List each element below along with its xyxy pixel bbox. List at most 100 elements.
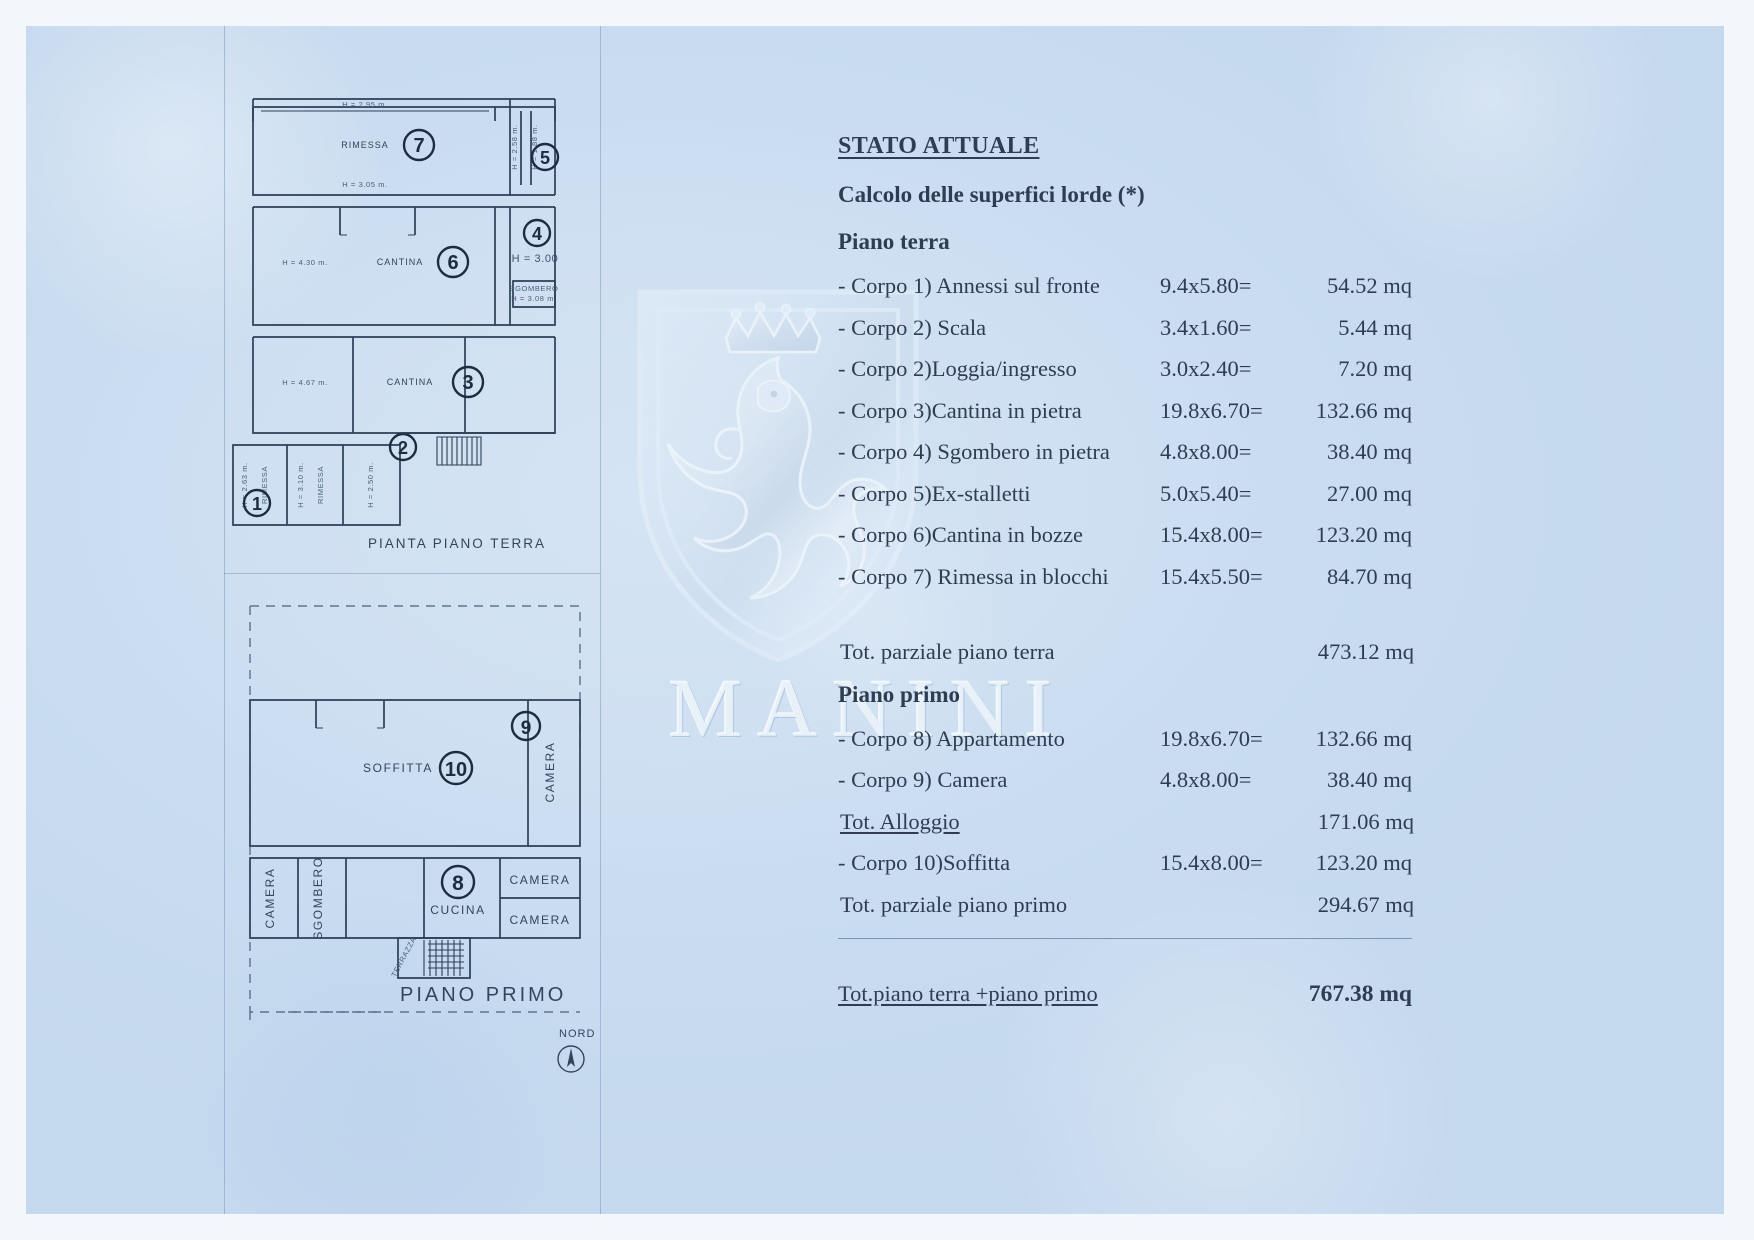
calc-row-label: - Corpo 4) Sgombero in pietra [838, 439, 1110, 464]
calc-row-label: - Corpo 3)Cantina in pietra [838, 397, 1082, 423]
calc-row-label: - Corpo 6)Cantina in bozze [838, 522, 1083, 547]
calc-row: - Corpo 7) Rimessa in blocchi 15.4x5.50=… [838, 563, 1418, 589]
ground-floor-plan: H = 2.95 m. RIMESSA 7 H = 3.05 m. H = 2.… [232, 98, 560, 526]
page-subtitle: Calcolo delle superfici lorde (*) [838, 182, 1145, 207]
svg-text:H = 2.95 m.: H = 2.95 m. [342, 100, 388, 109]
north-arrow-icon [557, 1045, 585, 1073]
calc-row-label: - Corpo 2) Scala [838, 314, 987, 340]
calc-row: - Corpo 6)Cantina in bozze 15.4x8.00= 12… [838, 522, 1418, 547]
calc-row-result: 38.40 mq [1326, 767, 1412, 792]
svg-text:8: 8 [452, 872, 464, 895]
subtotal-first-result: 294.67 mq [1317, 891, 1414, 917]
subtotal-alloggio-label: Tot. Alloggio [840, 808, 960, 834]
svg-text:H = 4.67 m.: H = 4.67 m. [282, 378, 328, 387]
svg-text:CANTINA: CANTINA [377, 257, 424, 267]
svg-text:SOFFITTA: SOFFITTA [363, 761, 433, 775]
plan-frame-divider-left [224, 26, 225, 1214]
calc-row-result: 84.70 mq [1326, 563, 1412, 589]
first-plan-caption: PIANO PRIMO [400, 984, 567, 1006]
first-floor-plan: SOFFITTA 10 CAMERA 9 CAMERA SGOMBERO CUC… [249, 605, 581, 1020]
calc-row-dim: 9.4x5.80= [1160, 273, 1252, 298]
calc-row: - Corpo 2)Loggia/ingresso 3.0x2.40= 7.20… [838, 356, 1418, 381]
svg-text:H = 3.00: H = 3.00 [512, 253, 559, 265]
svg-text:6: 6 [447, 252, 458, 274]
subtotal-first-label: Tot. parziale piano primo [840, 891, 1068, 917]
svg-text:H = 3.10 m.: H = 3.10 m. [296, 462, 305, 508]
calc-row-result: 54.52 mq [1326, 273, 1412, 298]
svg-text:H = 2.50 m.: H = 2.50 m. [366, 462, 375, 508]
calc-row-dim: 15.4x5.50= [1160, 563, 1263, 589]
svg-text:5: 5 [540, 148, 550, 168]
svg-text:H = 2.58 m.: H = 2.58 m. [510, 124, 519, 170]
svg-text:SGOMBERO: SGOMBERO [311, 856, 325, 939]
calc-row: - Corpo 5)Ex-stalletti 5.0x5.40= 27.00 m… [838, 480, 1418, 506]
calc-row-result: 132.66 mq [1315, 397, 1412, 423]
plan-frame-divider-right [600, 26, 601, 1214]
calc-row: - Corpo 8) Appartamento 19.8x6.70= 132.6… [838, 725, 1418, 751]
calc-row: - Corpo 4) Sgombero in pietra 4.8x8.00= … [838, 439, 1418, 464]
svg-text:H = 2.63 m.: H = 2.63 m. [240, 462, 249, 508]
calc-row-dim: 15.4x8.00= [1160, 522, 1263, 547]
north-label: NORD [559, 1028, 596, 1040]
svg-text:H = 1.88 m.: H = 1.88 m. [530, 124, 539, 170]
svg-text:TERRAZZA: TERRAZZA [389, 935, 418, 978]
svg-text:H = 4.30 m.: H = 4.30 m. [282, 258, 328, 267]
calc-row-dim: 4.8x8.00= [1160, 767, 1252, 792]
calc-row-result: 27.00 mq [1326, 480, 1412, 506]
ground-floor-rows: - Corpo 1) Annessi sul fronte 9.4x5.80= … [838, 273, 1418, 589]
svg-text:CAMERA: CAMERA [543, 742, 557, 803]
grand-total-row: Tot.piano terra +piano primo 767.38 mq [838, 981, 1418, 1007]
total-divider-rule [838, 938, 1412, 939]
calc-row-dim: 15.4x8.00= [1160, 850, 1263, 875]
svg-text:9: 9 [521, 718, 532, 739]
heading-piano-primo: Piano primo [838, 681, 961, 707]
calc-row-label: - Corpo 10)Soffitta [838, 850, 1011, 875]
subtotal-alloggio-result: 171.06 mq [1317, 808, 1414, 834]
calc-row-result: 5.44 mq [1338, 314, 1412, 340]
svg-text:CAMERA: CAMERA [510, 913, 571, 927]
svg-text:CUCINA: CUCINA [430, 903, 486, 917]
scan-border-top [0, 0, 1754, 26]
first-floor-rows: - Corpo 8) Appartamento 19.8x6.70= 132.6… [838, 725, 1418, 792]
calc-row-label: - Corpo 9) Camera [838, 767, 1008, 792]
calc-row: - Corpo 1) Annessi sul fronte 9.4x5.80= … [838, 273, 1418, 298]
calc-row: - Corpo 2) Scala 3.4x1.60= 5.44 mq [838, 314, 1418, 340]
calc-row-label: - Corpo 2)Loggia/ingresso [838, 356, 1077, 381]
svg-text:RIMESSA: RIMESSA [341, 140, 389, 150]
calc-row-dim: 4.8x8.00= [1160, 439, 1252, 464]
ground-plan-caption: PIANTA PIANO TERRA [368, 536, 547, 551]
svg-text:SGOMBERO: SGOMBERO [510, 284, 559, 293]
svg-text:3: 3 [462, 372, 473, 394]
calc-row: - Corpo 3)Cantina in pietra 19.8x6.70= 1… [838, 397, 1418, 423]
calc-row-result: 123.20 mq [1315, 850, 1412, 875]
svg-text:RIMESSA: RIMESSA [316, 466, 325, 504]
calc-row-dim: 3.4x1.60= [1160, 314, 1252, 340]
calc-row-dim: 19.8x6.70= [1160, 397, 1263, 423]
page-title: STATO ATTUALE [838, 133, 1040, 159]
svg-text:1: 1 [252, 494, 262, 514]
calc-row-label: - Corpo 8) Appartamento [838, 725, 1065, 751]
grand-total-label: Tot.piano terra +piano primo [838, 981, 1098, 1006]
calc-row-soffitta: - Corpo 10)Soffitta 15.4x8.00= 123.20 mq [838, 850, 1418, 875]
scan-border-bottom [0, 1214, 1754, 1240]
svg-text:10: 10 [445, 759, 467, 781]
calc-row-label: - Corpo 1) Annessi sul fronte [838, 273, 1100, 298]
svg-text:4: 4 [532, 224, 542, 244]
calc-row-result: 132.66 mq [1315, 725, 1412, 751]
svg-text:H = 3.05 m.: H = 3.05 m. [342, 180, 388, 189]
calc-row-label: - Corpo 7) Rimessa in blocchi [838, 563, 1109, 589]
surface-calculation-block: STATO ATTUALE Calcolo delle superfici lo… [838, 134, 1418, 1007]
svg-text:7: 7 [413, 135, 424, 157]
svg-text:RIMESSA: RIMESSA [260, 466, 269, 504]
calc-row-label: - Corpo 5)Ex-stalletti [838, 480, 1031, 506]
calc-row-dim: 3.0x2.40= [1160, 356, 1252, 381]
grand-total-result: 767.38 mq [1308, 981, 1412, 1007]
calc-row-dim: 5.0x5.40= [1160, 480, 1252, 506]
svg-text:2: 2 [398, 438, 408, 458]
plan-frame-divider-mid [224, 573, 600, 574]
calc-row-result: 123.20 mq [1315, 522, 1412, 547]
subtotal-alloggio-row: Tot. Alloggio 171.06 mq [838, 808, 1418, 834]
svg-text:H = 3.08 m.: H = 3.08 m. [511, 294, 557, 303]
calc-row-dim: 19.8x6.70= [1160, 725, 1263, 751]
